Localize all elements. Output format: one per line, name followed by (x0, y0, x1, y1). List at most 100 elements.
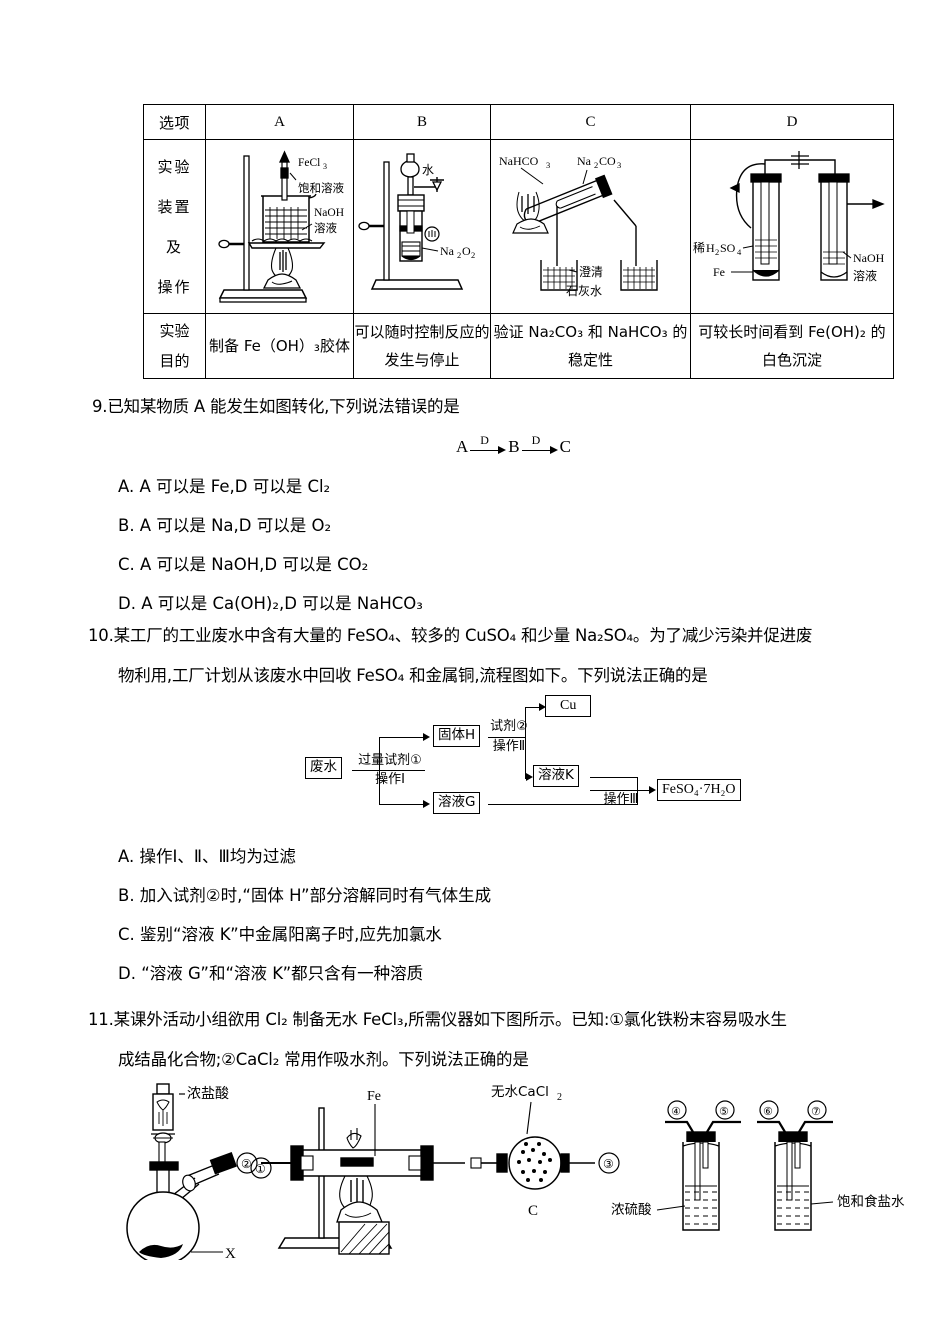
device-row-label-line-4: 操作 (157, 277, 192, 296)
device-diagram-d: 稀 H 2 SO 4 Fe NaOH 溶液 (690, 139, 894, 314)
svg-text:CO: CO (599, 154, 616, 168)
label-port-5: ⑤ (719, 1105, 729, 1118)
question-9-diagram: A D B D C (455, 433, 572, 457)
svg-text:4: 4 (737, 247, 742, 257)
apparatus-wash-bottle-2 (757, 1120, 833, 1231)
apparatus-c-svg: NaHCO 3 Na 2 CO 3 澄清 石灰水 (499, 154, 658, 298)
apparatus-a-svg: FeCl 3 饱和溶液 NaOH 溶液 (218, 150, 344, 303)
svg-text:3: 3 (546, 160, 550, 170)
diagram-arrow-2-label: D (531, 433, 541, 447)
device-diagram-c: NaHCO 3 Na 2 CO 3 澄清 石灰水 (490, 139, 691, 314)
port-marker-6 (759, 1100, 779, 1120)
table-header-row: 选项 A B C D (143, 104, 894, 140)
header-option-c: C (490, 104, 691, 140)
purpose-row-label-line-1: 实验 (159, 322, 190, 340)
q10-option-d[interactable]: D. “溶液 G”和“溶液 K”都只含有一种溶质 (118, 964, 424, 983)
question-10-flowchart: 废水 固体H 溶液G Cu 溶液K FeSO₄·7H₂O 过量试剂① 操作Ⅰ 试… (305, 695, 765, 820)
label-saturated-brine: 饱和食盐水 (837, 1193, 905, 1210)
port-marker-4 (667, 1100, 687, 1120)
flow-label-step2-bottom: 操作Ⅱ (492, 739, 526, 754)
q9-option-b[interactable]: B. A 可以是 Na,D 可以是 O₂ (118, 516, 332, 535)
q9-option-a[interactable]: A. A 可以是 Fe,D 可以是 Cl₂ (118, 477, 331, 496)
label-port-6: ⑥ (763, 1105, 773, 1118)
port-marker-7 (807, 1100, 827, 1120)
purpose-row-label: 实验 目的 (143, 313, 206, 379)
label-port-4: ④ (671, 1105, 681, 1118)
diagram-node-c: C (559, 437, 571, 456)
flow-box-solid-h: 固体H (433, 725, 481, 747)
purpose-cell-a: 制备 Fe（OH）₃胶体 (205, 313, 354, 379)
flow-box-product: FeSO₄·7H₂O (657, 779, 741, 801)
label-port-2: ② (241, 1157, 252, 1171)
svg-text:H: H (706, 241, 715, 255)
apparatus-b-svg: 水 Na 2 O 2 (358, 153, 475, 290)
label-limewater-1: 澄清 (579, 264, 603, 279)
q10-option-b[interactable]: B. 加入试剂②时,“固体 H”部分溶解同时有气体生成 (118, 886, 492, 905)
label-naoh-d: NaOH (853, 251, 885, 265)
flow-label-step1-bottom: 操作Ⅰ (375, 772, 405, 787)
diagram-node-a: A (456, 437, 469, 456)
q10-option-c[interactable]: C. 鉴别“溶液 K”中金属阳离子时,应先加氯水 (118, 925, 442, 944)
label-fe: Fe (713, 265, 725, 279)
device-diagram-a: FeCl 3 饱和溶液 NaOH 溶液 (205, 139, 354, 314)
header-option-label: 选项 (143, 104, 206, 140)
svg-text:2: 2 (715, 247, 719, 257)
label-na2co3: Na (577, 154, 592, 168)
diagram-arrow-1: D (470, 433, 507, 457)
question-9-stem: 9.已知某物质 A 能发生如图转化,下列说法错误的是 (92, 397, 460, 416)
label-port-1: ① (255, 1162, 266, 1176)
svg-text:3: 3 (323, 162, 327, 171)
purpose-cell-c: 验证 Na₂CO₃ 和 NaHCO₃ 的稳定性 (490, 313, 691, 379)
label-port-7: ⑦ (811, 1105, 821, 1118)
device-row-label-line-3: 及 (165, 237, 183, 256)
label-nahco3: NaHCO (499, 154, 539, 168)
svg-text:2: 2 (471, 250, 475, 260)
q9-option-c[interactable]: C. A 可以是 NaOH,D 可以是 CO₂ (118, 555, 369, 574)
table-device-row: 实验 装置 及 操作 (143, 139, 894, 314)
svg-text:O: O (462, 244, 471, 258)
flow-label-step1-top: 过量试剂① (358, 753, 422, 768)
question-11-stem-line-1: 11.某课外活动小组欲用 Cl₂ 制备无水 FeCl₃,所需仪器如下图所示。已知… (88, 1010, 787, 1029)
header-option-b: B (353, 104, 491, 140)
device-row-label-line-2: 装置 (157, 197, 192, 216)
svg-text:2: 2 (594, 160, 598, 170)
q9-option-d[interactable]: D. A 可以是 Ca(OH)₂,D 可以是 NaHCO₃ (118, 594, 423, 613)
apparatus-flask (126, 1083, 237, 1260)
q10-option-a[interactable]: A. 操作Ⅰ、Ⅱ、Ⅲ均为过滤 (118, 847, 296, 866)
question-11-stem-line-2: 成结晶化合物;②CaCl₂ 常用作吸水剂。下列说法正确的是 (118, 1050, 529, 1069)
label-naoh: NaOH (314, 207, 344, 219)
purpose-cell-d: 可较长时间看到 Fe(OH)₂ 的白色沉淀 (690, 313, 894, 379)
label-concentrated-h2so4: 浓硫酸 (611, 1202, 652, 1218)
header-option-a: A (205, 104, 354, 140)
device-row-label: 实验 装置 及 操作 (143, 139, 206, 314)
diagram-arrow-1-label: D (480, 433, 489, 447)
svg-text:2: 2 (457, 250, 461, 260)
flow-box-cu: Cu (545, 695, 592, 717)
label-fecl3: FeCl (298, 157, 320, 169)
apparatus-row-svg: 浓盐酸 X ① (126, 1083, 905, 1260)
label-fe-sample: Fe (367, 1089, 381, 1104)
port-marker-1 (250, 1157, 272, 1179)
svg-text:SO: SO (720, 241, 736, 255)
label-dilute-h2so4: 稀 (693, 241, 705, 255)
label-saturated-solution: 饱和溶液 (298, 181, 344, 195)
apparatus-combustion-tube (261, 1107, 595, 1255)
label-na2o2: Na (440, 244, 455, 258)
question-10-stem-line-1: 10.某工厂的工业废水中含有大量的 FeSO₄、较多的 CuSO₄ 和少量 Na… (88, 626, 813, 645)
device-diagram-b: 水 Na 2 O 2 (353, 139, 491, 314)
port-marker-3 (598, 1152, 620, 1174)
label-anhydrous-cacl2: 无水CaCl (491, 1084, 549, 1100)
svg-text:2: 2 (557, 1092, 562, 1103)
label-naoh-solution-d: 溶液 (853, 268, 877, 283)
purpose-row-label-line-2: 目的 (159, 352, 190, 370)
device-row-label-line-1: 实验 (157, 157, 192, 176)
question-10-stem-line-2: 物利用,工厂计划从该废水中回收 FeSO₄ 和金属铜,流程图如下。下列说法正确的… (118, 666, 708, 685)
experiment-comparison-table: 选项 A B C D 实验 装置 及 操作 (143, 104, 894, 379)
label-water: 水 (422, 163, 434, 177)
purpose-cell-b: 可以随时控制反应的发生与停止 (353, 313, 491, 379)
label-drier-c: C (528, 1203, 538, 1219)
apparatus-d-svg: 稀 H 2 SO 4 Fe NaOH 溶液 (693, 151, 885, 283)
diagram-node-b: B (508, 437, 520, 456)
label-concentrated-hcl: 浓盐酸 (187, 1086, 229, 1102)
